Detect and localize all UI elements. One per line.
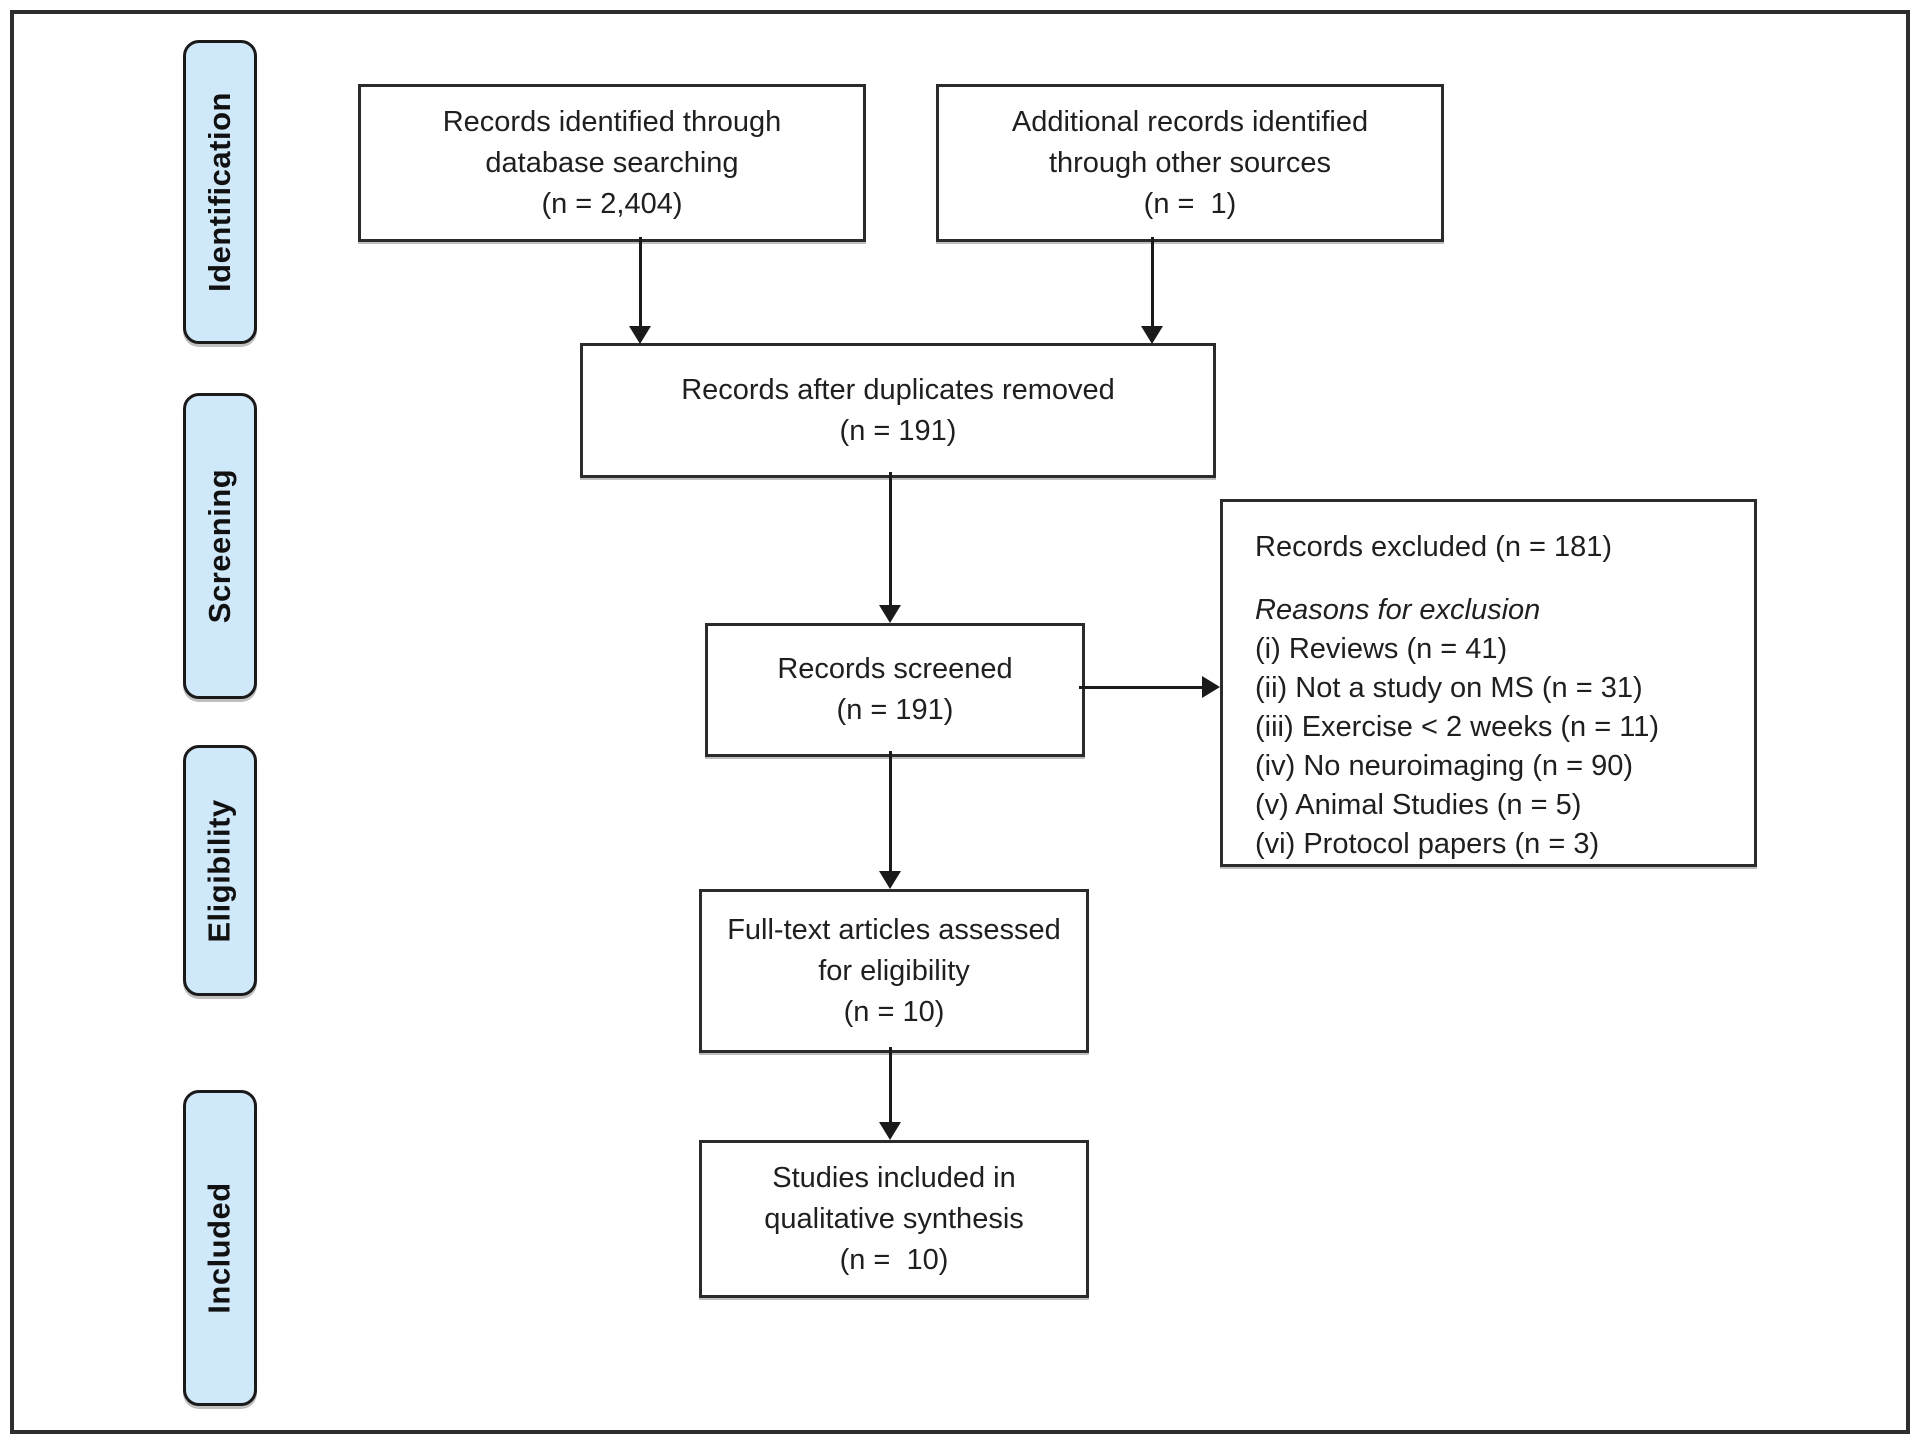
box-additional-records-count: (n = 1) xyxy=(1143,187,1237,220)
box-records-identified-line2: database searching xyxy=(485,146,739,179)
box-additional-records-line1: Additional records identified xyxy=(1011,105,1369,138)
excluded-reason-6: (vi) Protocol papers (n = 3) xyxy=(1255,828,1600,860)
box-studies-included-line1: Studies included in xyxy=(772,1161,1016,1194)
box-records-screened-line1: Records screened xyxy=(777,653,1013,685)
excluded-reason-2: (ii) Not a study on MS (n = 31) xyxy=(1255,672,1643,704)
arrow-screened-to-excluded-head xyxy=(1202,676,1220,698)
excluded-reason-3: (iii) Exercise < 2 weeks (n = 11) xyxy=(1255,711,1659,743)
box-records-excluded: Records excluded (n = 181) Reasons for e… xyxy=(1220,499,1757,867)
box-duplicates-removed: Records after duplicates removed (n = 19… xyxy=(580,343,1216,478)
arrow-additional-to-dedup-line xyxy=(1151,237,1154,327)
box-studies-included-line2: qualitative synthesis xyxy=(764,1202,1024,1235)
arrow-screened-to-fulltext-line xyxy=(889,751,892,872)
box-fulltext-assessed-count: (n = 10) xyxy=(843,995,945,1028)
stage-label-screening-text: Screening xyxy=(202,468,238,624)
box-fulltext-assessed-line1: Full-text articles assessed xyxy=(727,913,1061,946)
arrow-fulltext-to-included-line xyxy=(889,1047,892,1123)
stage-label-eligibility: Eligibility xyxy=(183,745,257,996)
excluded-reasons-title: Reasons for exclusion xyxy=(1255,594,1541,626)
arrow-dedup-to-screened-head xyxy=(879,605,901,623)
box-additional-records-line2: through other sources xyxy=(1048,146,1332,179)
box-studies-included: Studies included in qualitative synthesi… xyxy=(699,1140,1089,1298)
box-records-screened-count: (n = 191) xyxy=(836,694,954,726)
stage-label-screening: Screening xyxy=(183,393,257,699)
stage-label-identification-text: Identification xyxy=(202,92,238,292)
arrow-screened-to-excluded-line xyxy=(1079,686,1202,689)
box-duplicates-removed-count: (n = 191) xyxy=(839,414,957,447)
arrow-identified-to-dedup-line xyxy=(639,237,642,327)
box-fulltext-assessed-line2: for eligibility xyxy=(818,954,970,987)
excluded-reason-5: (v) Animal Studies (n = 5) xyxy=(1255,789,1582,821)
arrow-screened-to-fulltext-head xyxy=(879,871,901,889)
stage-label-included-text: Included xyxy=(202,1182,238,1314)
box-studies-included-count: (n = 10) xyxy=(839,1243,949,1276)
box-records-identified: Records identified through database sear… xyxy=(358,84,866,242)
figure-border xyxy=(10,10,1910,1434)
excluded-heading: Records excluded (n = 181) xyxy=(1255,531,1613,563)
box-duplicates-removed-line1: Records after duplicates removed xyxy=(681,373,1115,406)
box-records-identified-line1: Records identified through xyxy=(442,105,782,138)
stage-label-included: Included xyxy=(183,1090,257,1406)
stage-label-identification: Identification xyxy=(183,40,257,344)
box-records-identified-count: (n = 2,404) xyxy=(541,187,683,220)
excluded-reason-4: (iv) No neuroimaging (n = 90) xyxy=(1255,750,1633,782)
excluded-reason-1: (i) Reviews (n = 41) xyxy=(1255,633,1508,665)
arrow-additional-to-dedup-head xyxy=(1141,326,1163,344)
box-additional-records: Additional records identified through ot… xyxy=(936,84,1444,242)
arrow-dedup-to-screened-line xyxy=(889,472,892,606)
box-fulltext-assessed: Full-text articles assessed for eligibil… xyxy=(699,889,1089,1053)
stage-label-eligibility-text: Eligibility xyxy=(202,798,238,943)
arrow-identified-to-dedup-head xyxy=(629,326,651,344)
arrow-fulltext-to-included-head xyxy=(879,1122,901,1140)
box-records-screened: Records screened (n = 191) xyxy=(705,623,1085,757)
